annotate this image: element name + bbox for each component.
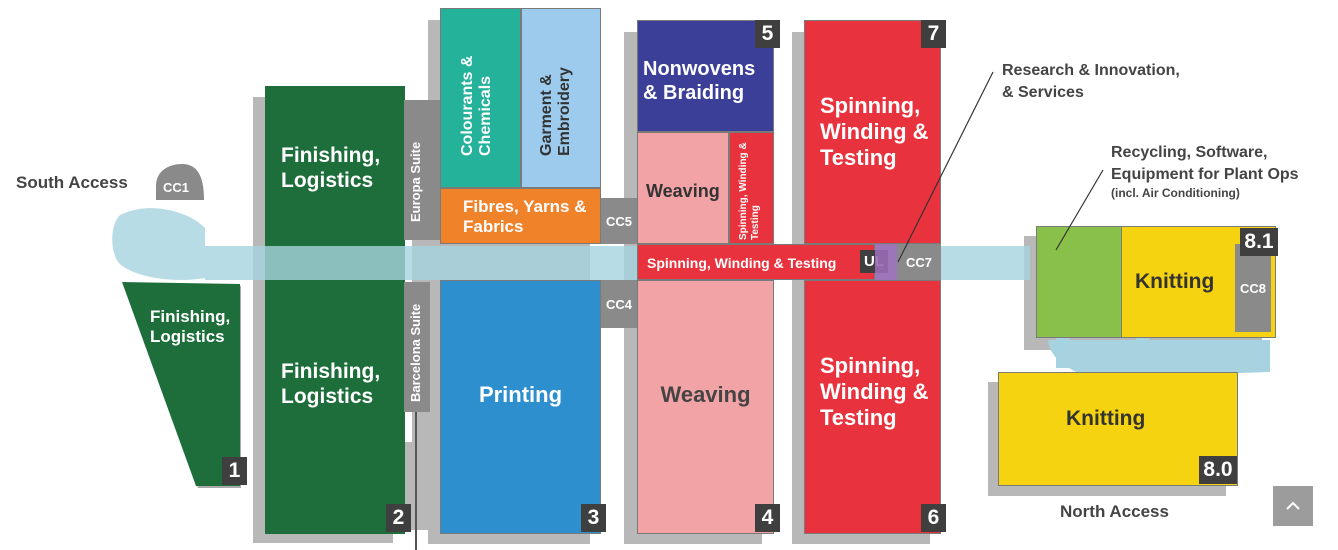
hall-2-lower-label: Finishing, Logistics bbox=[281, 360, 381, 408]
hall-4-weaving-upper[interactable] bbox=[637, 132, 729, 244]
hall-6-label: Spinning, Winding & Testing bbox=[820, 353, 929, 430]
hall-4-spinning-small[interactable] bbox=[729, 132, 774, 244]
hall-number-5: 5 bbox=[755, 20, 780, 48]
hall-number-6: 6 bbox=[921, 504, 946, 532]
chevron-up-icon bbox=[1286, 501, 1300, 510]
weaving-lower-label: Weaving bbox=[660, 382, 751, 407]
hall-8-0-label: Knitting bbox=[1066, 407, 1146, 430]
barcelona-suite-pointer bbox=[415, 412, 417, 550]
hall-1-label: Finishing, Logistics bbox=[150, 307, 231, 347]
north-access-label: North Access bbox=[1060, 502, 1169, 521]
hall-8-1-lime[interactable] bbox=[1036, 226, 1122, 338]
hall-5[interactable] bbox=[637, 20, 774, 132]
hall-5-label: Nonwovens & Braiding bbox=[643, 58, 756, 104]
hall-3-printing[interactable] bbox=[440, 280, 601, 534]
hall-2-upper-label: Finishing, Logistics bbox=[281, 144, 381, 192]
hall-8-1-label: Knitting bbox=[1135, 270, 1215, 293]
cc4-connector[interactable]: CC4 bbox=[601, 280, 637, 328]
spinning-corridor[interactable] bbox=[637, 244, 875, 280]
printing-label: Printing bbox=[478, 382, 563, 407]
cc5-connector[interactable]: CC5 bbox=[601, 198, 637, 244]
hall-number-8-0: 8.0 bbox=[1199, 456, 1237, 484]
corridor-label: Spinning, Winding & Testing bbox=[647, 255, 837, 271]
ul-purple-area[interactable] bbox=[875, 244, 897, 280]
hall-6[interactable] bbox=[804, 280, 941, 534]
cc8-connector[interactable]: CC8 bbox=[1235, 244, 1271, 332]
hall-number-3: 3 bbox=[581, 504, 606, 532]
hall-number-1: 1 bbox=[222, 457, 247, 485]
hall-number-4: 4 bbox=[755, 504, 780, 532]
fibres-label: Fibres, Yarns & Fabrics bbox=[463, 197, 587, 237]
research-callout-line2: & Services bbox=[1002, 84, 1084, 101]
hall-7[interactable] bbox=[804, 20, 941, 244]
hall-number-2: 2 bbox=[386, 504, 411, 532]
hall-4-weaving-lower[interactable] bbox=[637, 280, 774, 534]
hall-3-garment[interactable] bbox=[521, 8, 601, 188]
hall-1-shape bbox=[122, 282, 241, 488]
cc1-label: CC1 bbox=[163, 180, 190, 195]
hall-number-8-1: 8.1 bbox=[1240, 228, 1278, 256]
scroll-to-top-button[interactable] bbox=[1273, 486, 1313, 526]
research-callout-line1: Research & Innovation, bbox=[1002, 62, 1180, 79]
europa-suite[interactable] bbox=[404, 100, 440, 240]
cc1-shape bbox=[156, 164, 204, 200]
recycling-callout-line2: Equipment for Plant Ops bbox=[1111, 166, 1299, 183]
hall-7-label: Spinning, Winding & Testing bbox=[820, 93, 929, 170]
hall-3-fibres[interactable] bbox=[440, 188, 601, 244]
recycling-callout-line3: (incl. Air Conditioning) bbox=[1111, 186, 1240, 200]
hall-number-7: 7 bbox=[921, 20, 946, 48]
weaving-upper-label: Weaving bbox=[646, 181, 720, 201]
barcelona-suite[interactable] bbox=[404, 282, 430, 412]
south-access-label: South Access bbox=[16, 173, 128, 192]
hall-3-colourants[interactable] bbox=[440, 8, 521, 188]
hall-8-0[interactable] bbox=[998, 372, 1238, 486]
recycling-callout-line1: Recycling, Software, bbox=[1111, 144, 1268, 161]
